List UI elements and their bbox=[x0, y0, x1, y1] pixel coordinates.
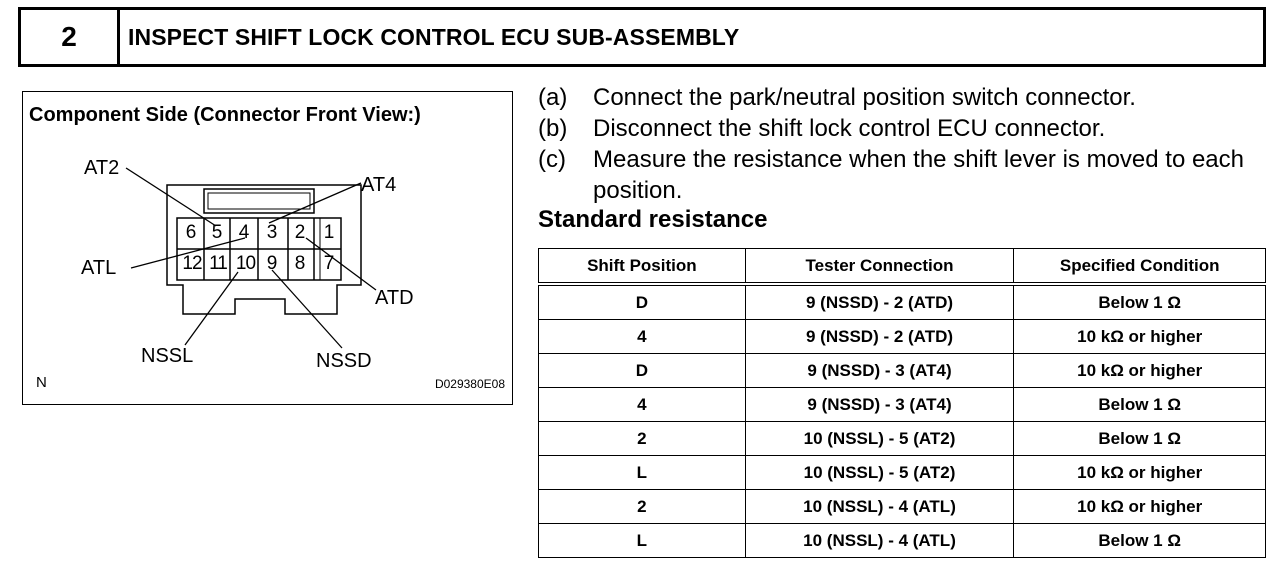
table-cell: D bbox=[538, 353, 746, 388]
leader-at2 bbox=[125, 167, 217, 227]
instruction-text: Disconnect the shift lock control ECU co… bbox=[593, 115, 1106, 142]
figure-code: D029380E08 bbox=[434, 377, 505, 391]
table-cell: Below 1 Ω bbox=[1013, 283, 1266, 320]
pin-3: 3 bbox=[266, 222, 278, 243]
label-at2: AT2 bbox=[84, 157, 120, 179]
table-cell: 9 (NSSD) - 2 (ATD) bbox=[744, 283, 1015, 320]
pin-8: 8 bbox=[294, 253, 306, 274]
table-cell: D bbox=[538, 283, 746, 320]
diagram-title: Component Side (Connector Front View:) bbox=[29, 104, 421, 126]
corner-letter: N bbox=[36, 374, 47, 391]
pin-12: 12 bbox=[182, 253, 202, 274]
step-number: 2 bbox=[21, 10, 120, 64]
table-cell: 2 bbox=[538, 421, 746, 456]
table-cell: 10 (NSSL) - 4 (ATL) bbox=[744, 489, 1015, 524]
table-row: D 9 (NSSD) - 3 (AT4) 10 kΩ or higher bbox=[538, 353, 1266, 388]
column-header: Tester Connection bbox=[744, 248, 1015, 286]
table-cell: 9 (NSSD) - 2 (ATD) bbox=[744, 319, 1015, 354]
instruction-text: Connect the park/neutral position switch… bbox=[593, 84, 1136, 111]
instruction-item: (a) Connect the park/neutral position sw… bbox=[538, 82, 1268, 113]
table-cell: 9 (NSSD) - 3 (AT4) bbox=[744, 387, 1015, 422]
connector-drawing bbox=[125, 167, 377, 349]
leader-atd bbox=[305, 237, 377, 291]
column-header: Specified Condition bbox=[1013, 248, 1266, 286]
label-atl: ATL bbox=[81, 257, 117, 279]
table-cell: Below 1 Ω bbox=[1013, 387, 1266, 422]
leader-nssd bbox=[271, 269, 343, 349]
pin-2: 2 bbox=[294, 222, 306, 243]
table-cell: Below 1 Ω bbox=[1013, 421, 1266, 456]
table-cell: 10 kΩ or higher bbox=[1013, 489, 1266, 524]
table-row: 2 10 (NSSL) - 4 (ATL) 10 kΩ or higher bbox=[538, 489, 1266, 524]
instruction-item: (c) Measure the resistance when the shif… bbox=[538, 144, 1268, 206]
table-cell: 4 bbox=[538, 319, 746, 354]
instruction-item: (b) Disconnect the shift lock control EC… bbox=[538, 113, 1268, 144]
pin-5: 5 bbox=[211, 222, 223, 243]
table-cell: 2 bbox=[538, 489, 746, 524]
standard-heading: Standard resistance bbox=[538, 206, 768, 233]
label-atd: ATD bbox=[375, 287, 414, 309]
table-cell: 9 (NSSD) - 3 (AT4) bbox=[744, 353, 1015, 388]
instruction-letter: (a) bbox=[538, 84, 568, 111]
table-cell: Below 1 Ω bbox=[1013, 523, 1266, 558]
instruction-text: Measure the resistance when the shift le… bbox=[593, 146, 1244, 204]
table-cell: 10 kΩ or higher bbox=[1013, 319, 1266, 354]
table-cell: 10 kΩ or higher bbox=[1013, 353, 1266, 388]
pin-6: 6 bbox=[185, 222, 197, 243]
table-row: 4 9 (NSSD) - 3 (AT4) Below 1 Ω bbox=[538, 387, 1266, 422]
step-title: INSPECT SHIFT LOCK CONTROL ECU SUB-ASSEM… bbox=[128, 23, 740, 50]
label-nssd: NSSD bbox=[316, 350, 372, 372]
table-row: D 9 (NSSD) - 2 (ATD) Below 1 Ω bbox=[538, 283, 1266, 320]
table-cell: 10 (NSSL) - 5 (AT2) bbox=[744, 455, 1015, 490]
leader-nssl bbox=[184, 271, 239, 346]
table-cell: 10 (NSSL) - 5 (AT2) bbox=[744, 421, 1015, 456]
column-header: Shift Position bbox=[538, 248, 746, 286]
leader-at4 bbox=[268, 182, 362, 224]
table-cell: 10 (NSSL) - 4 (ATL) bbox=[744, 523, 1015, 558]
pin-9: 9 bbox=[266, 253, 278, 274]
instruction-letter: (c) bbox=[538, 146, 566, 173]
pin-10: 10 bbox=[235, 253, 256, 274]
table-row: L 10 (NSSL) - 5 (AT2) 10 kΩ or higher bbox=[538, 455, 1266, 490]
label-at4: AT4 bbox=[361, 174, 397, 196]
table-cell: 10 kΩ or higher bbox=[1013, 455, 1266, 490]
table-row: 4 9 (NSSD) - 2 (ATD) 10 kΩ or higher bbox=[538, 319, 1266, 354]
pin-11: 11 bbox=[209, 253, 228, 274]
step-header: 2 INSPECT SHIFT LOCK CONTROL ECU SUB-ASS… bbox=[18, 7, 1266, 67]
pin-4: 4 bbox=[238, 222, 250, 243]
pin-7: 7 bbox=[323, 253, 335, 274]
pin-1: 1 bbox=[323, 222, 335, 243]
table-cell: L bbox=[538, 523, 746, 558]
resistance-table: Shift Position Tester Connection Specifi… bbox=[538, 248, 1266, 558]
label-nssl: NSSL bbox=[141, 345, 194, 367]
instruction-letter: (b) bbox=[538, 115, 568, 142]
table-header-row: Shift Position Tester Connection Specifi… bbox=[538, 248, 1266, 286]
leader-atl bbox=[130, 237, 246, 269]
table-cell: 4 bbox=[538, 387, 746, 422]
connector-diagram: Component Side (Connector Front View:) 6… bbox=[22, 91, 513, 405]
table-row: L 10 (NSSL) - 4 (ATL) Below 1 Ω bbox=[538, 523, 1266, 558]
instruction-list: (a) Connect the park/neutral position sw… bbox=[538, 82, 1268, 206]
table-row: 2 10 (NSSL) - 5 (AT2) Below 1 Ω bbox=[538, 421, 1266, 456]
table-cell: L bbox=[538, 455, 746, 490]
